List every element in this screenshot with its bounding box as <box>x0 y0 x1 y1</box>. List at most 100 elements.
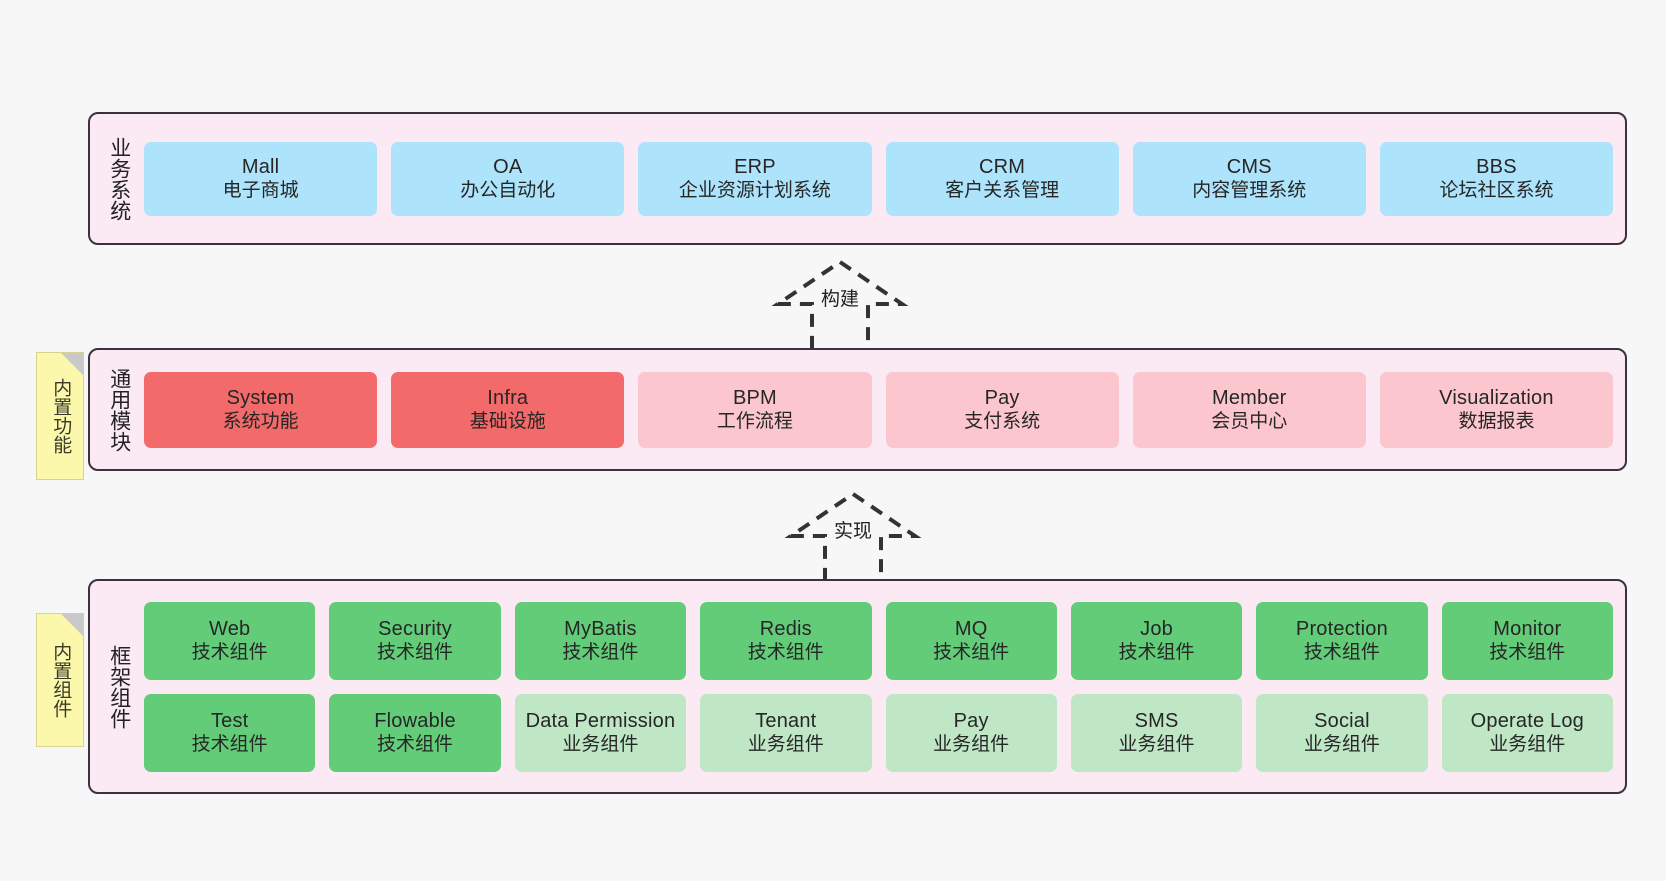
card-title-cn: 内容管理系统 <box>1192 180 1307 202</box>
note-label: 内置功能 <box>50 378 72 454</box>
card-sms[interactable]: SMS 业务组件 <box>1070 693 1243 772</box>
connector-label-implement: 实现 <box>830 521 876 543</box>
note-label: 内置组件 <box>50 642 72 718</box>
card-title-en: Monitor <box>1493 617 1562 640</box>
card-title-en: Operate Log <box>1470 709 1585 732</box>
card-title-cn: 技术组件 <box>191 642 268 664</box>
card-redis[interactable]: Redis 技术组件 <box>700 601 872 680</box>
card-title-cn: 技术组件 <box>1118 642 1195 664</box>
card-erp[interactable]: ERP 企业资源计划系统 <box>638 141 872 216</box>
card-title-en: Data Permission <box>525 709 676 732</box>
card-title-en: OA <box>493 155 523 178</box>
layer-framework-component: 框架组件 Web 技术组件 Security 技术组件 MyBatis 技术组件… <box>88 579 1627 794</box>
card-title-en: Protection <box>1295 617 1388 640</box>
card-title-cn: 论坛社区系统 <box>1439 180 1554 202</box>
card-title-cn: 技术组件 <box>1303 642 1380 664</box>
card-visualization[interactable]: Visualization 数据报表 <box>1379 371 1614 448</box>
note-fold-corner-icon <box>61 614 83 636</box>
card-security[interactable]: Security 技术组件 <box>329 601 501 680</box>
note-builtin-component: 内置组件 <box>36 613 84 747</box>
card-title-en: Mall <box>241 155 280 178</box>
note-fold-corner-icon <box>61 353 83 375</box>
card-title-en: Flowable <box>374 709 456 732</box>
card-title-en: CRM <box>979 155 1026 178</box>
card-title-cn: 技术组件 <box>191 734 268 756</box>
card-data-permission[interactable]: Data Permission 业务组件 <box>514 693 687 772</box>
card-title-en: Pay <box>953 709 989 732</box>
layer-common-module: 通用模块 System 系统功能 Infra 基础设施 BPM 工作流程 Pay… <box>88 348 1627 471</box>
card-pay[interactable]: Pay 支付系统 <box>885 371 1119 448</box>
layer-title-common: 通用模块 <box>107 367 131 452</box>
card-title-cn: 电子商城 <box>222 180 299 202</box>
connector-implement: 实现 <box>763 488 943 588</box>
card-pay-business[interactable]: Pay 业务组件 <box>885 693 1057 772</box>
card-title-en: Test <box>210 709 249 732</box>
card-title-en: MQ <box>954 617 988 640</box>
card-title-cn: 系统功能 <box>222 411 299 433</box>
layer-body-framework: Web 技术组件 Security 技术组件 MyBatis 技术组件 Redi… <box>144 591 1613 782</box>
card-flowable[interactable]: Flowable 技术组件 <box>329 693 501 772</box>
card-row: Test 技术组件 Flowable 技术组件 Data Permission … <box>144 693 1613 772</box>
layer-body-common: System 系统功能 Infra 基础设施 BPM 工作流程 Pay 支付系统… <box>144 360 1614 459</box>
card-title-cn: 技术组件 <box>562 642 639 664</box>
note-builtin-function: 内置功能 <box>36 352 84 480</box>
card-title-cn: 技术组件 <box>747 642 824 664</box>
connector-build: 构建 <box>750 256 930 356</box>
card-social[interactable]: Social 业务组件 <box>1256 693 1428 772</box>
card-row: Web 技术组件 Security 技术组件 MyBatis 技术组件 Redi… <box>144 601 1613 680</box>
card-title-en: BBS <box>1476 155 1517 178</box>
card-title-en: SMS <box>1134 709 1179 732</box>
card-row: Mall 电子商城 OA 办公自动化 ERP 企业资源计划系统 CRM 客户关系… <box>144 141 1614 216</box>
card-title-cn: 办公自动化 <box>460 180 556 202</box>
connector-label-build: 构建 <box>817 289 863 311</box>
card-title-cn: 技术组件 <box>1489 642 1566 664</box>
card-title-cn: 业务组件 <box>747 734 824 756</box>
card-title-en: Job <box>1140 617 1173 640</box>
card-title-cn: 业务组件 <box>1118 734 1195 756</box>
card-title-cn: 业务组件 <box>1303 734 1380 756</box>
card-infra[interactable]: Infra 基础设施 <box>391 371 625 448</box>
card-title-cn: 技术组件 <box>377 642 454 664</box>
card-title-en: CMS <box>1226 155 1272 178</box>
card-title-en: System <box>226 386 295 409</box>
card-title-en: Social <box>1314 709 1370 732</box>
card-bpm[interactable]: BPM 工作流程 <box>638 371 872 448</box>
card-test[interactable]: Test 技术组件 <box>144 693 316 772</box>
layer-business-system: 业务系统 Mall 电子商城 OA 办公自动化 ERP 企业资源计划系统 CRM… <box>88 112 1627 245</box>
card-operate-log[interactable]: Operate Log 业务组件 <box>1441 693 1613 772</box>
card-cms[interactable]: CMS 内容管理系统 <box>1132 141 1366 216</box>
card-title-en: ERP <box>734 155 776 178</box>
card-title-en: Tenant <box>755 709 817 732</box>
card-job[interactable]: Job 技术组件 <box>1070 601 1243 680</box>
card-title-en: Infra <box>487 386 529 409</box>
card-tenant[interactable]: Tenant 业务组件 <box>700 693 872 772</box>
card-system[interactable]: System 系统功能 <box>144 371 378 448</box>
card-mybatis[interactable]: MyBatis 技术组件 <box>514 601 687 680</box>
card-bbs[interactable]: BBS 论坛社区系统 <box>1379 141 1614 216</box>
card-title-cn: 技术组件 <box>377 734 454 756</box>
card-title-cn: 技术组件 <box>933 642 1010 664</box>
card-title-en: Pay <box>984 386 1020 409</box>
card-crm[interactable]: CRM 客户关系管理 <box>885 141 1119 216</box>
card-title-cn: 企业资源计划系统 <box>678 180 831 202</box>
card-protection[interactable]: Protection 技术组件 <box>1256 601 1428 680</box>
card-title-en: Visualization <box>1439 386 1554 409</box>
card-title-en: BPM <box>732 386 777 409</box>
card-title-en: Redis <box>759 617 812 640</box>
card-title-en: MyBatis <box>564 617 637 640</box>
card-title-en: Web <box>209 617 251 640</box>
card-member[interactable]: Member 会员中心 <box>1132 371 1366 448</box>
card-web[interactable]: Web 技术组件 <box>144 601 316 680</box>
card-title-en: Member <box>1211 386 1287 409</box>
card-oa[interactable]: OA 办公自动化 <box>391 141 625 216</box>
card-row: System 系统功能 Infra 基础设施 BPM 工作流程 Pay 支付系统… <box>144 371 1614 448</box>
card-mq[interactable]: MQ 技术组件 <box>885 601 1057 680</box>
card-mall[interactable]: Mall 电子商城 <box>144 141 378 216</box>
card-title-cn: 工作流程 <box>716 411 793 433</box>
card-monitor[interactable]: Monitor 技术组件 <box>1441 601 1613 680</box>
card-title-cn: 业务组件 <box>562 734 639 756</box>
card-title-cn: 会员中心 <box>1211 411 1288 433</box>
card-title-en: Security <box>378 617 452 640</box>
layer-title-framework: 框架组件 <box>107 644 131 729</box>
